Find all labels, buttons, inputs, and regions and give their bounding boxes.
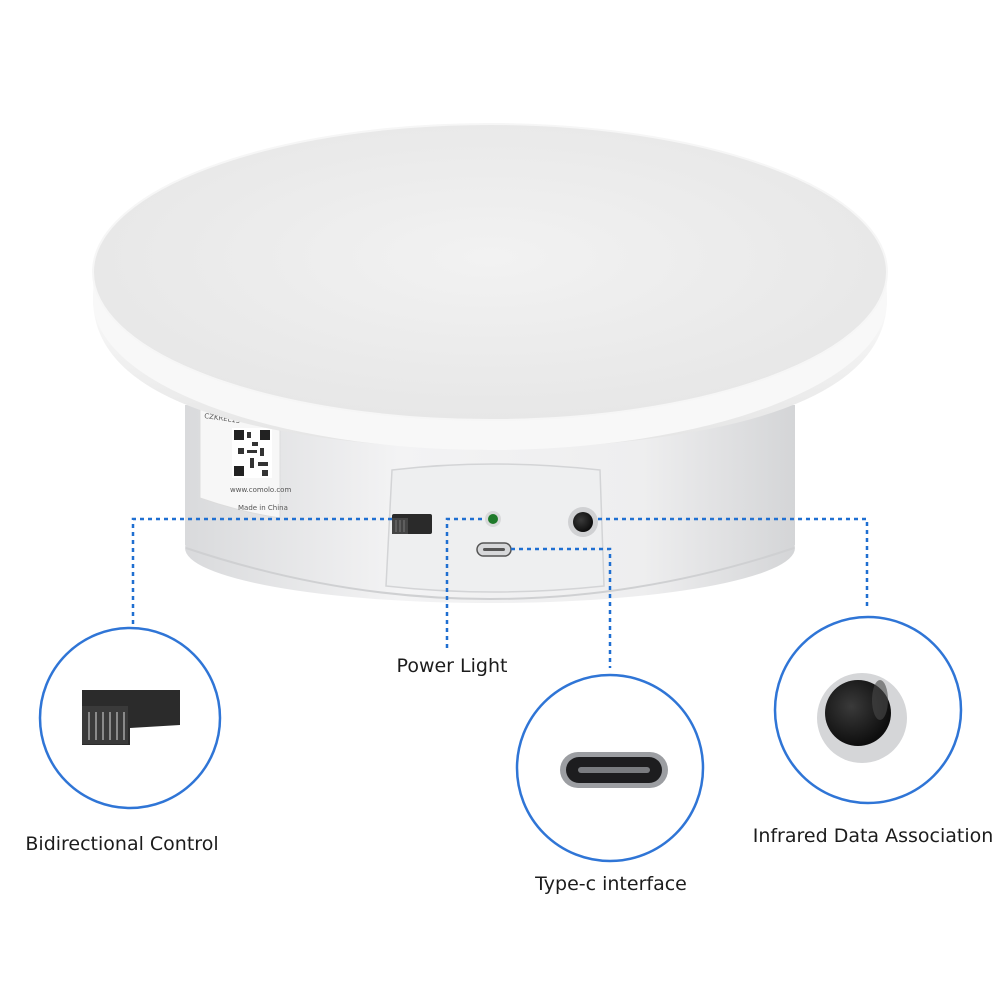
led-indicator-icon xyxy=(485,511,501,527)
callout-infrared-data-association xyxy=(773,615,963,805)
label-origin: Made in China xyxy=(238,504,288,512)
label-power-light: Power Light xyxy=(397,655,508,677)
label-bidirectional-control: Bidirectional Control xyxy=(25,833,218,855)
front-panel xyxy=(385,463,605,593)
platter-top xyxy=(92,123,888,421)
leader-type-c xyxy=(511,547,612,668)
slide-switch-icon xyxy=(82,690,180,745)
callout-lines xyxy=(131,517,869,668)
label-url: www.comolo.com xyxy=(230,486,291,494)
label-infrared-data-association: Infrared Data Association xyxy=(753,825,994,847)
infrared-receiver-icon xyxy=(817,673,907,763)
leader-power-light xyxy=(445,517,482,648)
usb-c-port-icon xyxy=(560,752,668,788)
callout-type-c-interface xyxy=(515,673,705,863)
qr-code-icon xyxy=(232,428,272,478)
callout-bidirectional-control xyxy=(38,626,222,810)
infrared-receiver-icon xyxy=(568,507,598,537)
usb-c-port-icon xyxy=(476,542,512,557)
label-type-c-interface: Type-c interface xyxy=(534,873,687,895)
leader-infrared xyxy=(598,517,869,606)
leader-bidirectional-control xyxy=(131,517,392,625)
slide-switch-icon xyxy=(392,514,432,534)
turntable-device: CZKREL15 www.comolo.com Made in China xyxy=(92,123,888,603)
